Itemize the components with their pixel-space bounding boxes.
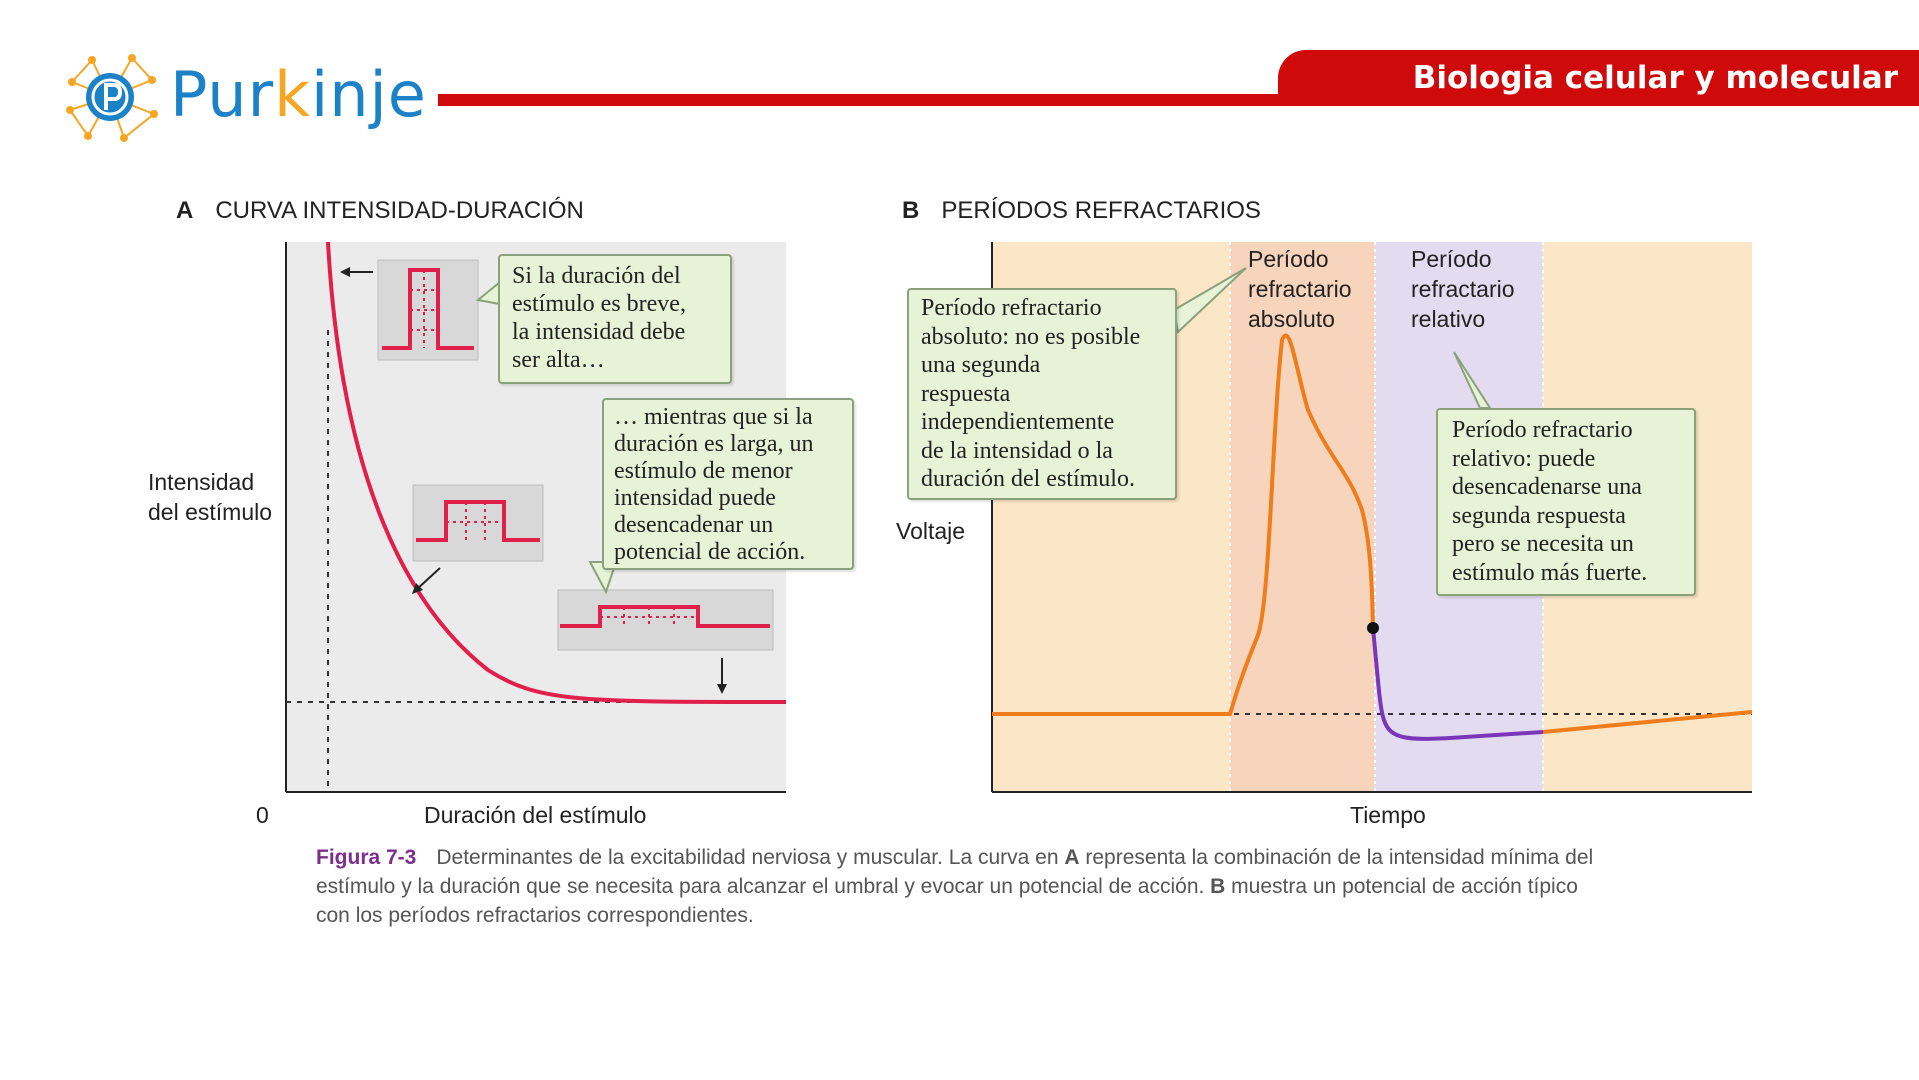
purkinje-logo: Purkinje: [62, 52, 426, 152]
brand-name: Purkinje: [170, 58, 427, 131]
region-absolute-refractory: [1230, 242, 1375, 792]
figure-number: Figura 7-3: [316, 846, 417, 869]
chart-a-x-label: Duración del estímulo: [424, 802, 647, 828]
header-tab: [1278, 50, 1919, 106]
inset-short-pulse: [377, 259, 479, 361]
action-potential-repolarization: [1371, 627, 1544, 741]
inset-long-pulse: [557, 589, 774, 651]
strength-duration-curve: [326, 241, 787, 704]
inset-medium-pulse: [412, 484, 544, 562]
chart-b-x-label: Tiempo: [1350, 802, 1426, 828]
transition-point-marker: [1367, 622, 1379, 634]
neuron-logo-icon: [66, 54, 158, 142]
course-title: Biologia celular y molecular: [1412, 60, 1898, 96]
chart-a-origin: 0: [256, 802, 269, 828]
chart-b-y-label: Voltaje: [896, 518, 966, 544]
arrow-medium-stimulus: [415, 567, 441, 591]
action-potential-depolarization: [992, 333, 1375, 716]
action-potential-recovery: [1542, 710, 1752, 734]
